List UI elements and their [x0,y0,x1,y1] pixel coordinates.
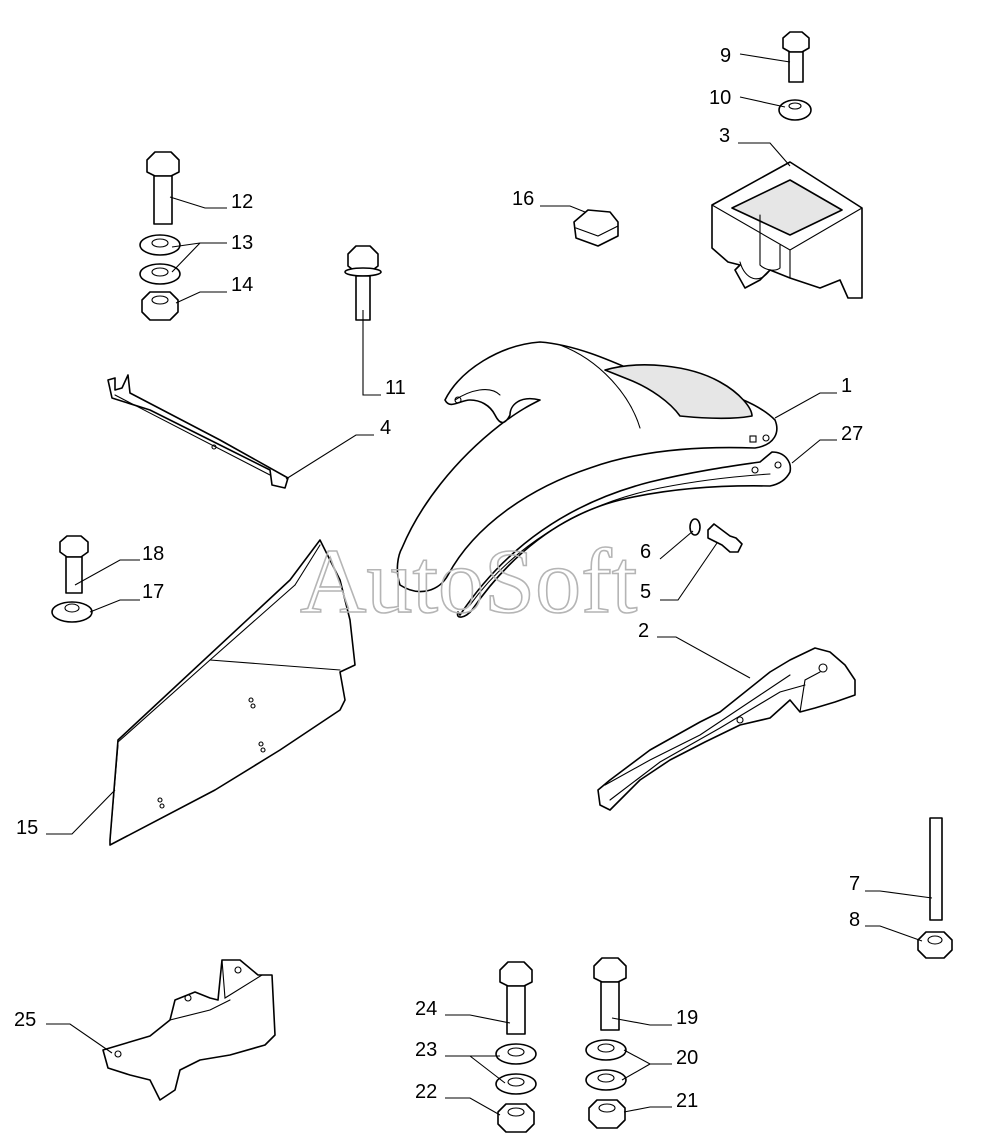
part-19-bolt[interactable] [593,957,627,1031]
part-3-block-bracket[interactable] [711,161,863,299]
part-9-bolt[interactable] [782,31,810,83]
part-16-plug-cap[interactable] [573,209,619,247]
callout-6: 6 [640,541,651,563]
part-13-washer-a[interactable] [139,234,181,256]
part-24-bolt[interactable] [499,961,533,1035]
callout-15: 15 [16,817,38,839]
callout-11: 11 [385,377,406,399]
part-20-washer-a[interactable] [585,1039,627,1061]
callout-1: 1 [841,375,852,397]
callout-21: 21 [676,1090,698,1112]
callout-22: 22 [415,1081,437,1103]
part-25-bent-bracket[interactable] [102,959,276,1101]
part-11-bolt[interactable] [344,245,382,321]
callout-5: 5 [640,581,651,603]
part-8-nut[interactable] [917,931,953,959]
callout-14: 14 [231,274,253,296]
part-27-fender-strip[interactable] [456,451,792,618]
callout-8: 8 [849,909,860,931]
callout-19: 19 [676,1007,698,1029]
callout-3: 3 [719,125,730,147]
callout-2: 2 [638,620,649,642]
callout-4: 4 [380,417,391,439]
callout-27: 27 [841,423,863,445]
leader-lines [46,53,933,1116]
part-13-washer-b[interactable] [139,263,181,285]
callout-20: 20 [676,1047,698,1069]
part-20-washer-b[interactable] [585,1069,627,1091]
part-1-fender[interactable] [396,341,778,593]
part-14-nut[interactable] [141,291,179,321]
callout-13: 13 [231,232,253,254]
part-18-bolt[interactable] [59,535,89,594]
part-4-strap[interactable] [107,374,289,489]
part-17-washer[interactable] [51,601,93,623]
callout-24: 24 [415,998,437,1020]
part-10-washer[interactable] [778,99,812,121]
callout-23: 23 [415,1039,437,1061]
callout-7: 7 [849,873,860,895]
part-12-bolt[interactable] [146,151,180,225]
part-15-plate[interactable] [109,539,356,846]
part-23-washer-b[interactable] [495,1073,537,1095]
callout-25: 25 [14,1009,36,1031]
callout-17: 17 [142,581,164,603]
part-2-bracket[interactable] [597,647,856,811]
callout-10: 10 [709,87,731,109]
part-5-bolt[interactable] [707,523,743,553]
callout-9: 9 [720,45,731,67]
watermark-text: AutoSoft [300,530,638,632]
callout-labels: 9 10 3 16 12 13 14 11 4 1 27 6 5 2 18 17… [14,45,863,1112]
part-22-nut[interactable] [497,1103,535,1133]
part-23-washer-a[interactable] [495,1043,537,1065]
callout-18: 18 [142,543,164,565]
callout-12: 12 [231,191,253,213]
callout-16: 16 [512,188,534,210]
part-21-nut[interactable] [588,1099,626,1129]
part-7-stud[interactable] [929,817,943,921]
